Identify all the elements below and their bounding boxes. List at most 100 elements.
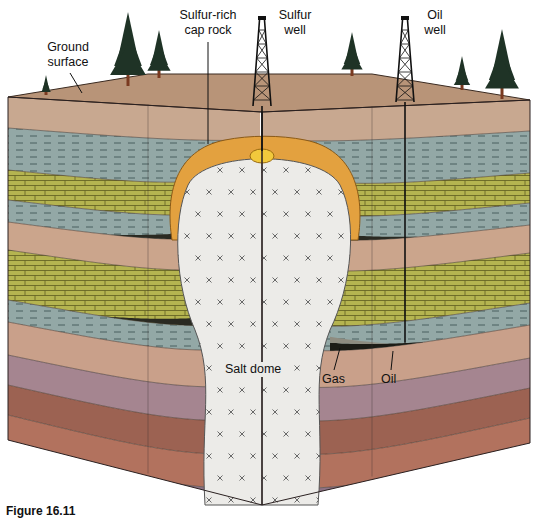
salt-mark [196, 432, 201, 437]
salt-mark [339, 234, 344, 239]
salt-mark [284, 388, 289, 393]
salt-mark [295, 234, 300, 239]
leader-line [391, 351, 393, 370]
part-label: Gas [322, 372, 345, 387]
salt-mark [361, 366, 366, 371]
salt-mark [317, 234, 322, 239]
salt-mark [328, 300, 333, 305]
salt-mark [361, 498, 366, 503]
salt-mark [207, 234, 212, 239]
salt-mark [295, 190, 300, 195]
salt-mark [196, 300, 201, 305]
salt-mark [207, 498, 212, 503]
salt-mark [328, 256, 333, 261]
salt-mark [361, 454, 366, 459]
salt-mark [328, 168, 333, 173]
salt-mark [339, 190, 344, 195]
salt-mark [317, 190, 322, 195]
salt-mark [328, 476, 333, 481]
salt-mark [174, 388, 179, 393]
salt-mark [174, 344, 179, 349]
salt-mark [317, 410, 322, 415]
salt-mark [306, 300, 311, 305]
block-outline [262, 100, 530, 505]
surface-label: Ground surface [40, 40, 96, 70]
salt-mark [229, 410, 234, 415]
part-label: Oil [381, 372, 396, 387]
salt-mark [328, 212, 333, 217]
salt-mark [284, 432, 289, 437]
salt-mark [306, 432, 311, 437]
salt-mark [174, 256, 179, 261]
salt-mark [361, 410, 366, 415]
salt-mark [339, 322, 344, 327]
salt-mark [350, 256, 355, 261]
salt-mark [229, 454, 234, 459]
salt-mark [306, 168, 311, 173]
block-outline [8, 97, 262, 505]
salt-dome [178, 159, 351, 505]
salt-mark [207, 410, 212, 415]
salt-mark [339, 410, 344, 415]
salt-mark [350, 476, 355, 481]
salt-mark [174, 168, 179, 173]
salt-mark [218, 256, 223, 261]
salt-mark [251, 234, 256, 239]
salt-mark [185, 322, 190, 327]
salt-mark [284, 168, 289, 173]
salt-mark [306, 256, 311, 261]
salt-mark [185, 278, 190, 283]
well-label: Sulfur well [273, 8, 317, 38]
salt-mark [218, 168, 223, 173]
tree [147, 30, 170, 78]
salt-mark [240, 212, 245, 217]
salt-mark [350, 168, 355, 173]
leader-line [208, 42, 209, 144]
salt-mark [174, 432, 179, 437]
tree [41, 75, 51, 95]
salt-mark [185, 366, 190, 371]
salt-mark [196, 256, 201, 261]
salt-mark [350, 212, 355, 217]
salt-mark [295, 278, 300, 283]
salt-mark [240, 168, 245, 173]
salt-mark [273, 454, 278, 459]
salt-mark [295, 366, 300, 371]
salt-mark [185, 190, 190, 195]
salt-mark [240, 476, 245, 481]
salt-mark [218, 212, 223, 217]
salt-mark [207, 322, 212, 327]
salt-mark [196, 476, 201, 481]
salt-mark [273, 234, 278, 239]
salt-mark [306, 388, 311, 393]
salt-mark [240, 256, 245, 261]
salt-mark [350, 344, 355, 349]
salt-mark [273, 322, 278, 327]
salt-mark [174, 212, 179, 217]
salt-mark [339, 498, 344, 503]
salt-mark [207, 454, 212, 459]
panel-edge [148, 105, 149, 474]
salt-mark [251, 322, 256, 327]
leader-line [70, 73, 82, 93]
well-pipe [261, 106, 263, 151]
salt-mark [328, 388, 333, 393]
leader-line [334, 348, 340, 370]
salt-mark [196, 344, 201, 349]
salt-mark [339, 278, 344, 283]
salt-mark [218, 476, 223, 481]
salt-mark [350, 388, 355, 393]
salt-mark [306, 212, 311, 217]
salt-mark [306, 344, 311, 349]
figure-caption: Figure 16.11 [6, 504, 75, 519]
salt-mark [295, 498, 300, 503]
part-label: Salt dome [222, 362, 284, 377]
salt-mark [317, 498, 322, 503]
salt-mark [284, 256, 289, 261]
derrick [253, 16, 271, 106]
salt-mark [251, 410, 256, 415]
salt-mark [328, 432, 333, 437]
salt-mark [218, 432, 223, 437]
well-pipe [404, 102, 406, 343]
